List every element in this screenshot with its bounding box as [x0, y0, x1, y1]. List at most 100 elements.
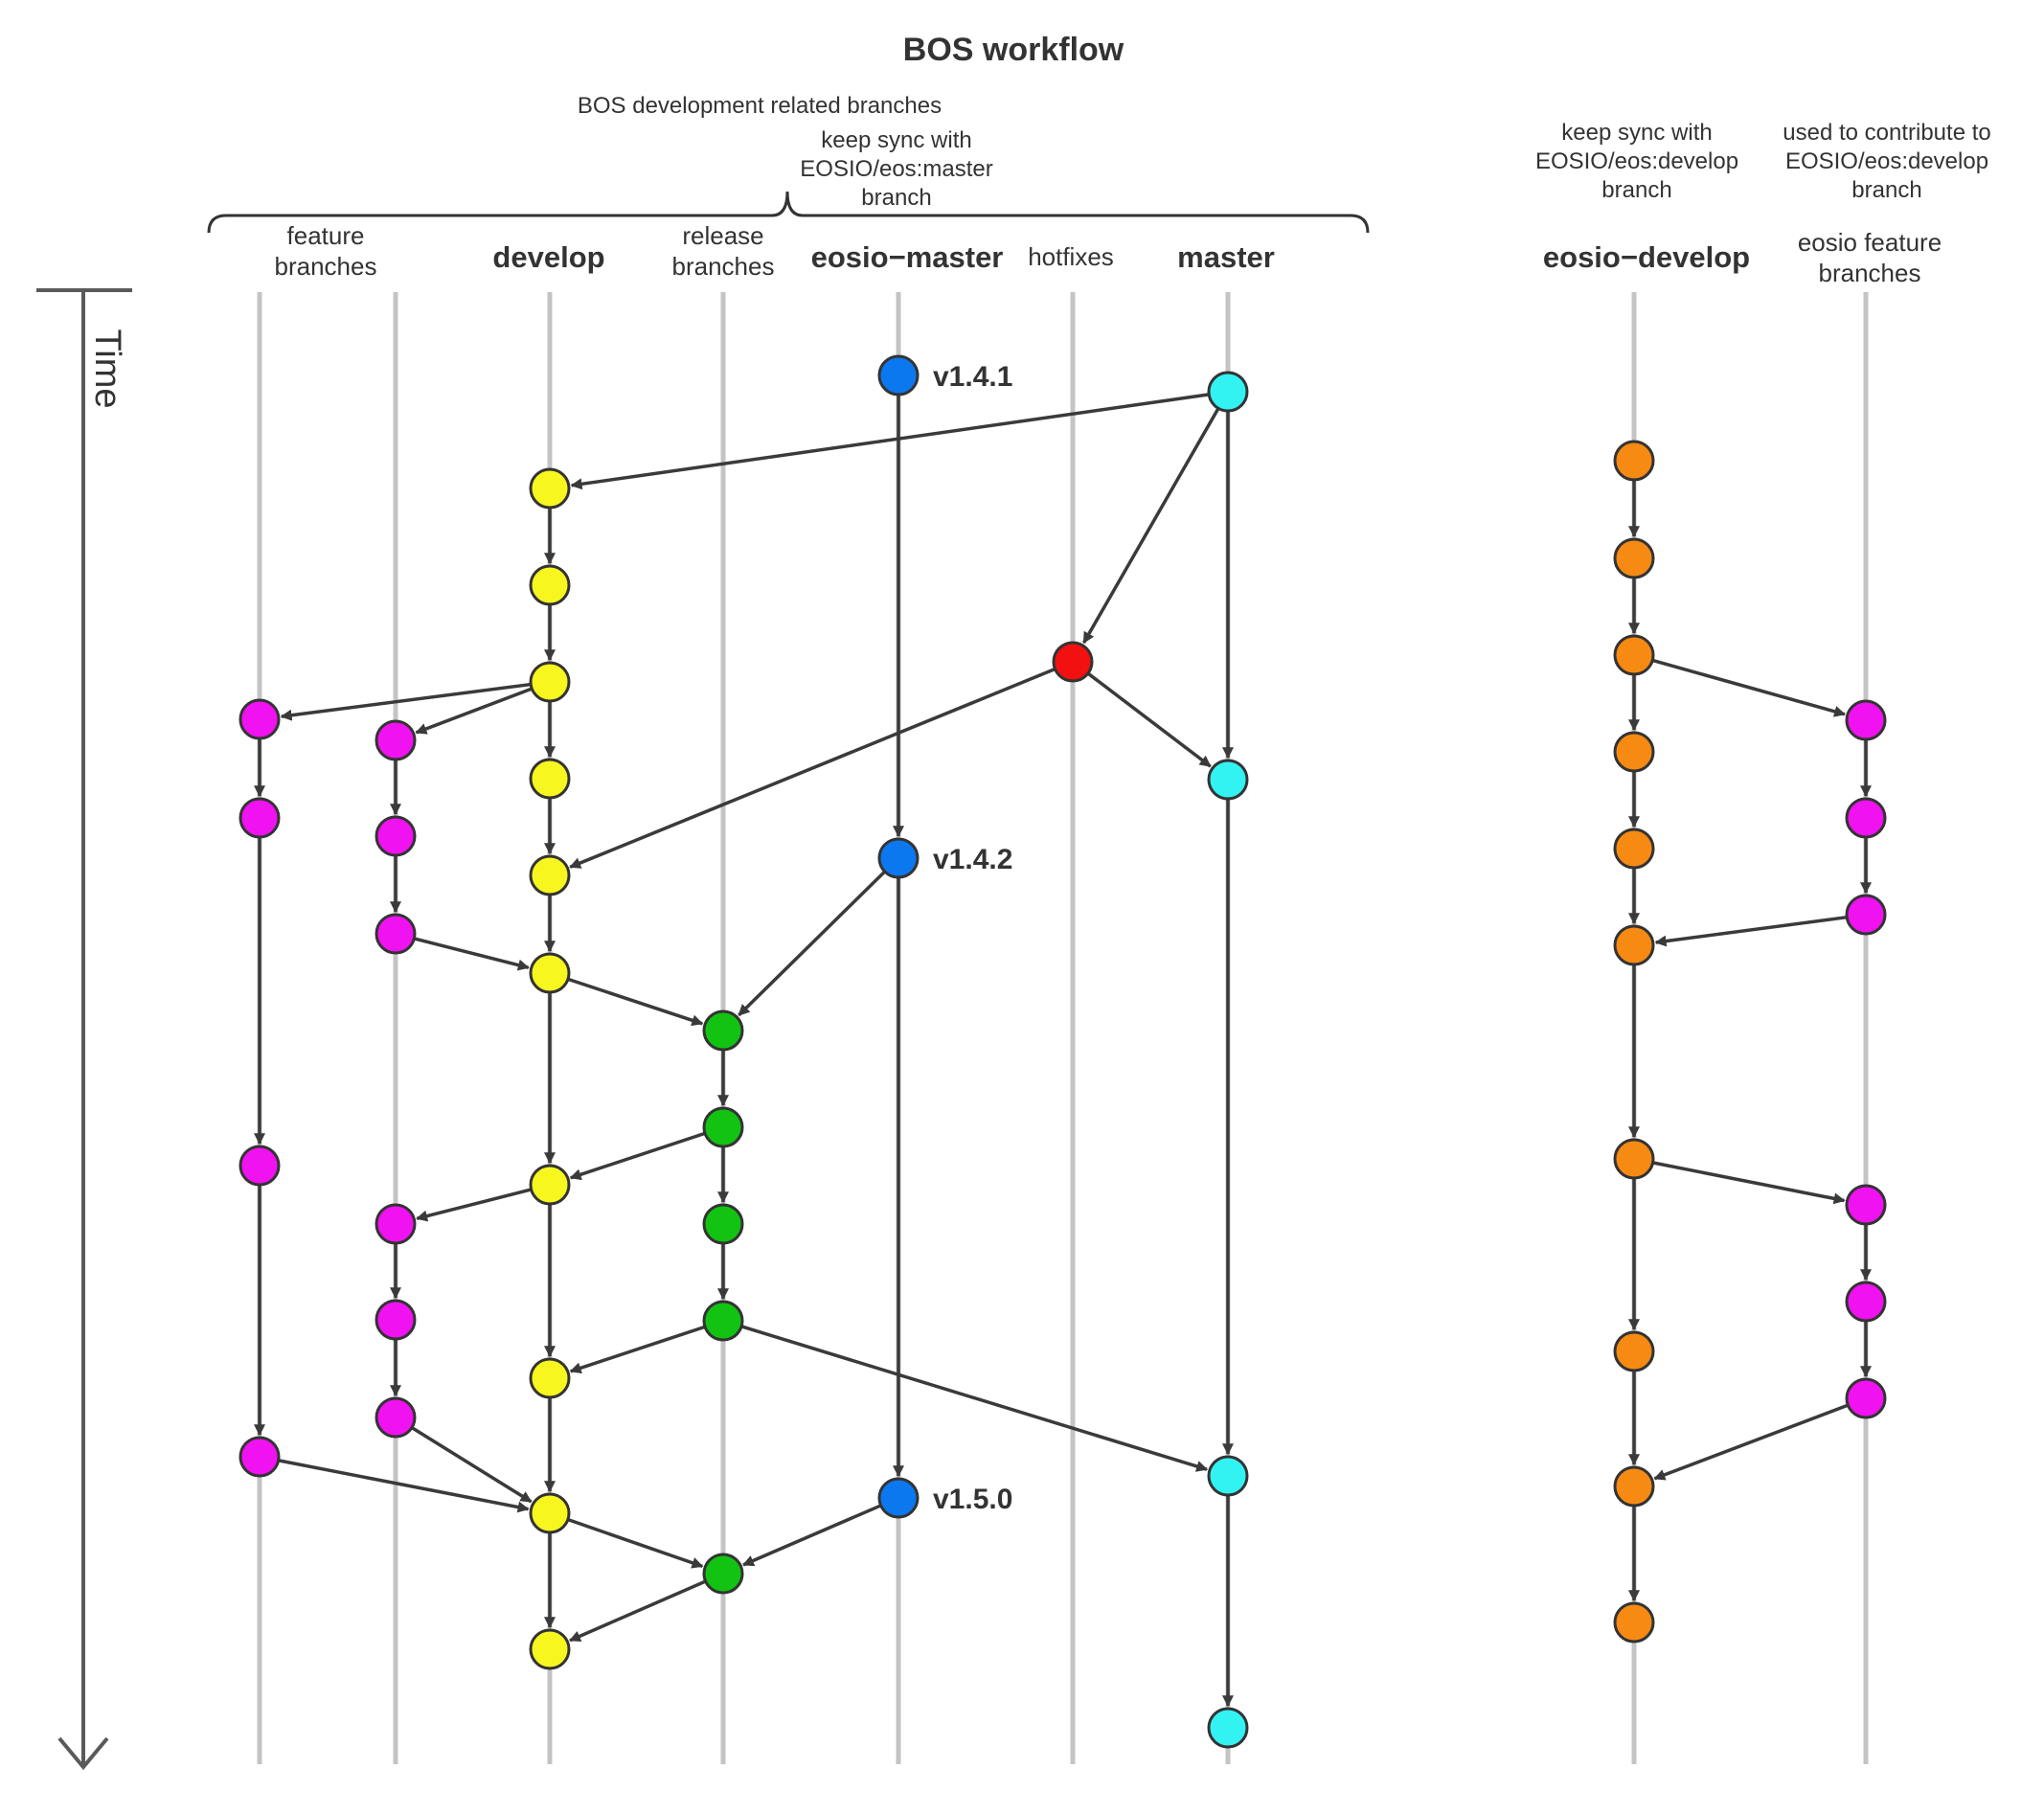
commit-node-d7: [529, 1164, 571, 1206]
commit-node-ed1: [1613, 440, 1655, 482]
commit-nodes: [238, 354, 1887, 1749]
commit-node-fb5: [375, 1299, 417, 1341]
edge-ed3-to-ef1: [1652, 659, 1847, 717]
commit-node-r4: [702, 1300, 744, 1342]
commit-node-d10: [529, 1628, 571, 1670]
commit-node-fb3: [375, 913, 417, 955]
group-label: BOS development related branches: [578, 93, 942, 119]
eosio-feature-note: EOSIO/eos:develop: [1785, 148, 1988, 174]
commit-node-r1: [702, 1009, 744, 1052]
edge-h1-to-m2: [1087, 672, 1212, 768]
commit-node-ed10: [1613, 1601, 1655, 1644]
edge-h1-to-d5: [569, 668, 1056, 869]
commit-node-ed3: [1613, 634, 1655, 676]
sync-note-line: EOSIO/eos:master: [800, 156, 992, 182]
edge-em3-to-r5: [741, 1504, 881, 1567]
commit-node-ed8: [1613, 1330, 1655, 1372]
commit-node-d1: [529, 467, 571, 510]
commit-node-em3: [877, 1477, 920, 1519]
commit-node-d5: [529, 854, 571, 896]
commit-node-ed4: [1613, 731, 1655, 773]
commit-node-r2: [702, 1106, 744, 1148]
release-label: branches: [672, 252, 775, 281]
edge-fb3-to-d6: [414, 937, 530, 971]
commit-node-d8: [529, 1357, 571, 1399]
edge-fa4-to-d9: [279, 1459, 530, 1513]
edge-d6-to-r1: [568, 977, 704, 1027]
release-label: release: [682, 221, 763, 250]
diagram-title: BOS workflow: [903, 32, 1124, 68]
edge-m1-to-h1: [1081, 408, 1220, 645]
time-axis: Time: [36, 288, 132, 1771]
sync-note-line: branch: [861, 185, 931, 211]
edge-d7-to-fb4: [416, 1188, 532, 1222]
time-label: Time: [87, 329, 127, 408]
feature-branches-label: branches: [275, 252, 377, 281]
commit-node-ed9: [1613, 1465, 1655, 1508]
edge-d3-to-fb1: [415, 687, 533, 735]
commit-node-d4: [529, 758, 571, 800]
commit-node-d9: [529, 1492, 571, 1534]
commit-node-ed7: [1613, 1138, 1655, 1180]
eosio-feature-note: branch: [1851, 177, 1921, 203]
commit-node-m3: [1207, 1455, 1249, 1497]
commit-node-m1: [1207, 371, 1249, 413]
commit-node-ef5: [1845, 1281, 1887, 1323]
commit-node-fa3: [238, 1145, 281, 1187]
edge-ef3-to-ed6: [1654, 916, 1847, 947]
commit-node-ed5: [1613, 828, 1655, 870]
eosio-develop-note: EOSIO/eos:develop: [1535, 148, 1738, 174]
commit-node-r5: [702, 1553, 744, 1595]
version-tag: v1.4.2: [933, 844, 1012, 875]
commit-node-m4: [1207, 1707, 1249, 1749]
sync-note-line: keep sync with: [821, 127, 971, 153]
commit-node-ef2: [1845, 797, 1887, 839]
commit-node-fb2: [375, 815, 417, 857]
master-label: master: [1177, 240, 1275, 274]
commit-node-ef1: [1845, 699, 1887, 741]
edge-m1-to-d1: [570, 393, 1209, 490]
edge-r4-to-d8: [569, 1325, 705, 1374]
eosio-master-label: eosio−master: [811, 240, 1004, 274]
group-brace: [207, 191, 1370, 234]
commit-node-d3: [529, 661, 571, 703]
version-tag: v1.5.0: [933, 1484, 1012, 1515]
commit-node-d2: [529, 564, 571, 606]
commit-node-ed2: [1613, 537, 1655, 579]
edge-d3-to-fa1: [280, 682, 531, 721]
commit-node-em2: [877, 837, 920, 879]
commit-node-fb4: [375, 1203, 417, 1245]
commit-node-fa2: [238, 797, 281, 839]
edge-em2-to-r1: [738, 871, 886, 1017]
commit-node-d6: [529, 952, 571, 994]
commit-node-fb6: [375, 1396, 417, 1439]
eosio-develop-note: branch: [1601, 177, 1671, 203]
group-sync-note: keep sync with EOSIO/eos:master branch: [800, 127, 992, 211]
lane-lines: [257, 292, 1869, 1764]
commit-node-fa4: [238, 1436, 281, 1478]
edge-r2-to-d7: [569, 1131, 705, 1181]
eosio-feature-label: eosio feature: [1798, 228, 1942, 257]
edge-fb6-to-d9: [411, 1426, 533, 1504]
commit-node-m2: [1207, 759, 1249, 801]
commit-node-h1: [1052, 641, 1094, 683]
edge-ef6-to-ed9: [1653, 1403, 1849, 1481]
version-tag: v1.4.1: [933, 361, 1012, 393]
edge-r5-to-d10: [569, 1579, 706, 1643]
lane-headers: feature branches develop release branche…: [275, 120, 1991, 287]
feature-branches-label: feature: [287, 221, 365, 250]
eosio-develop-label: eosio−develop: [1543, 240, 1750, 274]
eosio-feature-note: used to contribute to: [1783, 120, 1990, 146]
version-tags: v1.4.1 v1.4.2 v1.5.0: [933, 361, 1012, 1515]
hotfixes-label: hotfixes: [1028, 242, 1114, 271]
eosio-develop-note: keep sync with: [1561, 120, 1712, 146]
commit-node-em1: [877, 354, 920, 397]
edge-d9-to-r5: [568, 1518, 704, 1569]
commit-node-ef3: [1845, 894, 1887, 936]
eosio-feature-label: branches: [1819, 259, 1921, 287]
commit-node-ed6: [1613, 924, 1655, 966]
commit-node-r3: [702, 1203, 744, 1245]
commit-edges: [254, 393, 1872, 1708]
develop-label: develop: [492, 240, 604, 274]
